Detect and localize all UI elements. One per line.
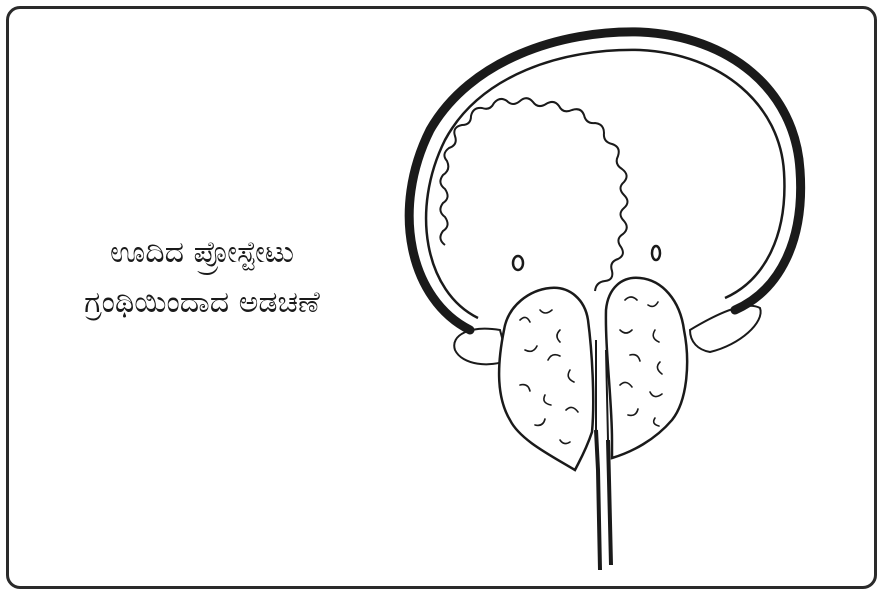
right-prostate-lobe [606,278,687,458]
bladder-outer-wall [409,32,800,330]
caption-line-2: ಗ್ರಂಥಿಯಿಂದಾದ ಅಡಚಣೆ [22,278,382,328]
caption-line-1: ಊದಿದ ಪ್ರೋಸ್ಟೇಟು [22,228,382,278]
urethra-right-wall [608,440,611,565]
left-ureteric-orifice [513,256,523,270]
right-ureteric-orifice [652,246,660,260]
bladder-mucosa [440,98,627,291]
left-prostate-lobe [499,288,593,470]
figure-caption: ಊದಿದ ಪ್ರೋಸ್ಟೇಟು ಗ್ರಂಥಿಯಿಂದಾದ ಅಡಚಣೆ [22,228,382,328]
right-side-tissue [690,306,761,352]
urethra-left-wall [596,430,600,570]
bladder-inner-wall [426,50,784,318]
bladder-prostate-illustration [380,12,840,582]
urethra-top [596,340,608,440]
